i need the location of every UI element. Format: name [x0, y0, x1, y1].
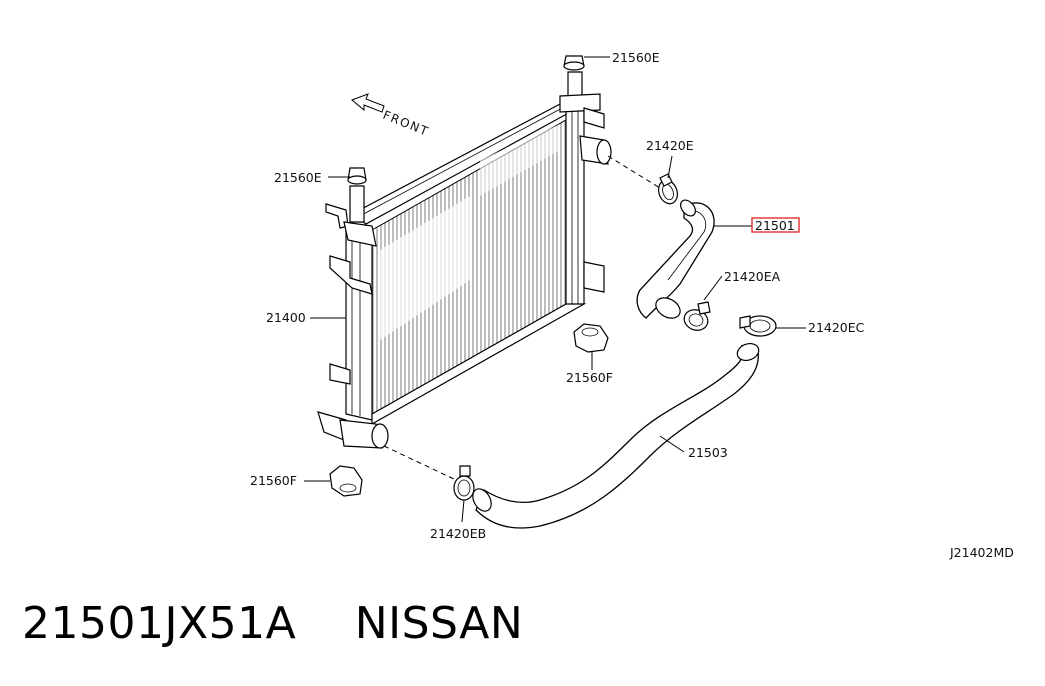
- clamp-lower-left: [453, 465, 475, 501]
- label-lower-hose: 21503: [688, 445, 728, 460]
- caption-part-number: 21501JX51A: [22, 598, 297, 649]
- front-label: FRONT: [381, 108, 431, 139]
- radiator: [317, 71, 612, 449]
- connector-upper: [607, 155, 661, 189]
- label-clamp-lower-left: 21420EB: [430, 526, 486, 541]
- caption: 21501JX51A NISSAN: [22, 598, 523, 649]
- label-mount-left: 21560F: [250, 473, 297, 488]
- caption-brand: NISSAN: [354, 598, 524, 649]
- cap-top-left: [347, 167, 367, 185]
- clamp-lower-right: [739, 315, 777, 337]
- label-clamp-upper-lower: 21420EA: [724, 269, 781, 284]
- label-radiator: 21400: [266, 310, 306, 325]
- front-arrow-icon: [351, 93, 385, 113]
- label-cap-top-right: 21560E: [612, 50, 660, 65]
- clamp-upper: [657, 173, 679, 205]
- label-clamp-lower-right: 21420EC: [808, 320, 865, 335]
- clamp-upper-lower: [683, 301, 711, 331]
- drawing-code: J21402MD: [949, 545, 1014, 560]
- label-upper-hose[interactable]: 21501: [755, 218, 795, 233]
- mount-left: [329, 465, 363, 497]
- label-mount-right: 21560F: [566, 370, 613, 385]
- label-clamp-upper: 21420E: [646, 138, 694, 153]
- upper-hose: [636, 199, 715, 319]
- highlight-box-upper-hose: [751, 217, 800, 233]
- connector-lower: [383, 445, 457, 481]
- cap-top-right: [563, 55, 585, 71]
- mount-right: [573, 323, 609, 353]
- lower-hose: [472, 342, 760, 529]
- label-cap-top-left: 21560E: [274, 170, 322, 185]
